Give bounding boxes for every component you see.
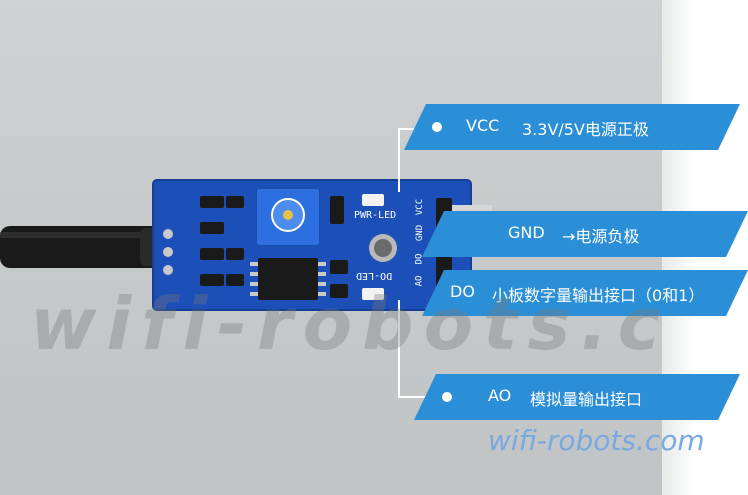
callout-ao: AO 模拟量输出接口 — [414, 374, 740, 420]
leader-line-ao-h — [398, 396, 438, 398]
callout-vcc-pin: VCC — [466, 116, 500, 135]
callout-vcc: VCC 3.3V/5V电源正极 — [404, 104, 740, 150]
leader-line-ao — [398, 300, 400, 398]
pcb-board — [152, 179, 492, 311]
callout-gnd-desc: →电源负极 — [562, 227, 640, 246]
callout-vcc-desc: 3.3V/5V电源正极 — [522, 120, 649, 139]
pwr-led-silkscreen: PWR-LED — [354, 210, 397, 221]
watermark-large: wifi-robots.c — [30, 282, 671, 366]
pin-label-vcc: VCC — [415, 198, 426, 216]
callout-gnd: GND →电源负极 — [422, 211, 748, 257]
callout-do-desc: 小板数字量输出接口（0和1） — [492, 286, 705, 305]
callout-ao-pin: AO — [488, 386, 512, 405]
pin-label-gnd: GND — [415, 224, 426, 242]
leader-line-vcc — [398, 128, 400, 192]
bullet-icon — [432, 122, 442, 132]
callout-ao-desc: 模拟量输出接口 — [530, 390, 643, 409]
watermark-small: wifi-robots.com — [488, 424, 705, 457]
do-led-silkscreen: DO-LED — [356, 270, 393, 281]
callout-gnd-pin: GND — [508, 223, 545, 242]
callout-do: DO 小板数字量输出接口（0和1） — [422, 270, 748, 316]
bullet-icon — [442, 392, 452, 402]
vibration-sensor-tube — [0, 226, 165, 268]
callout-do-pin: DO — [450, 282, 475, 301]
